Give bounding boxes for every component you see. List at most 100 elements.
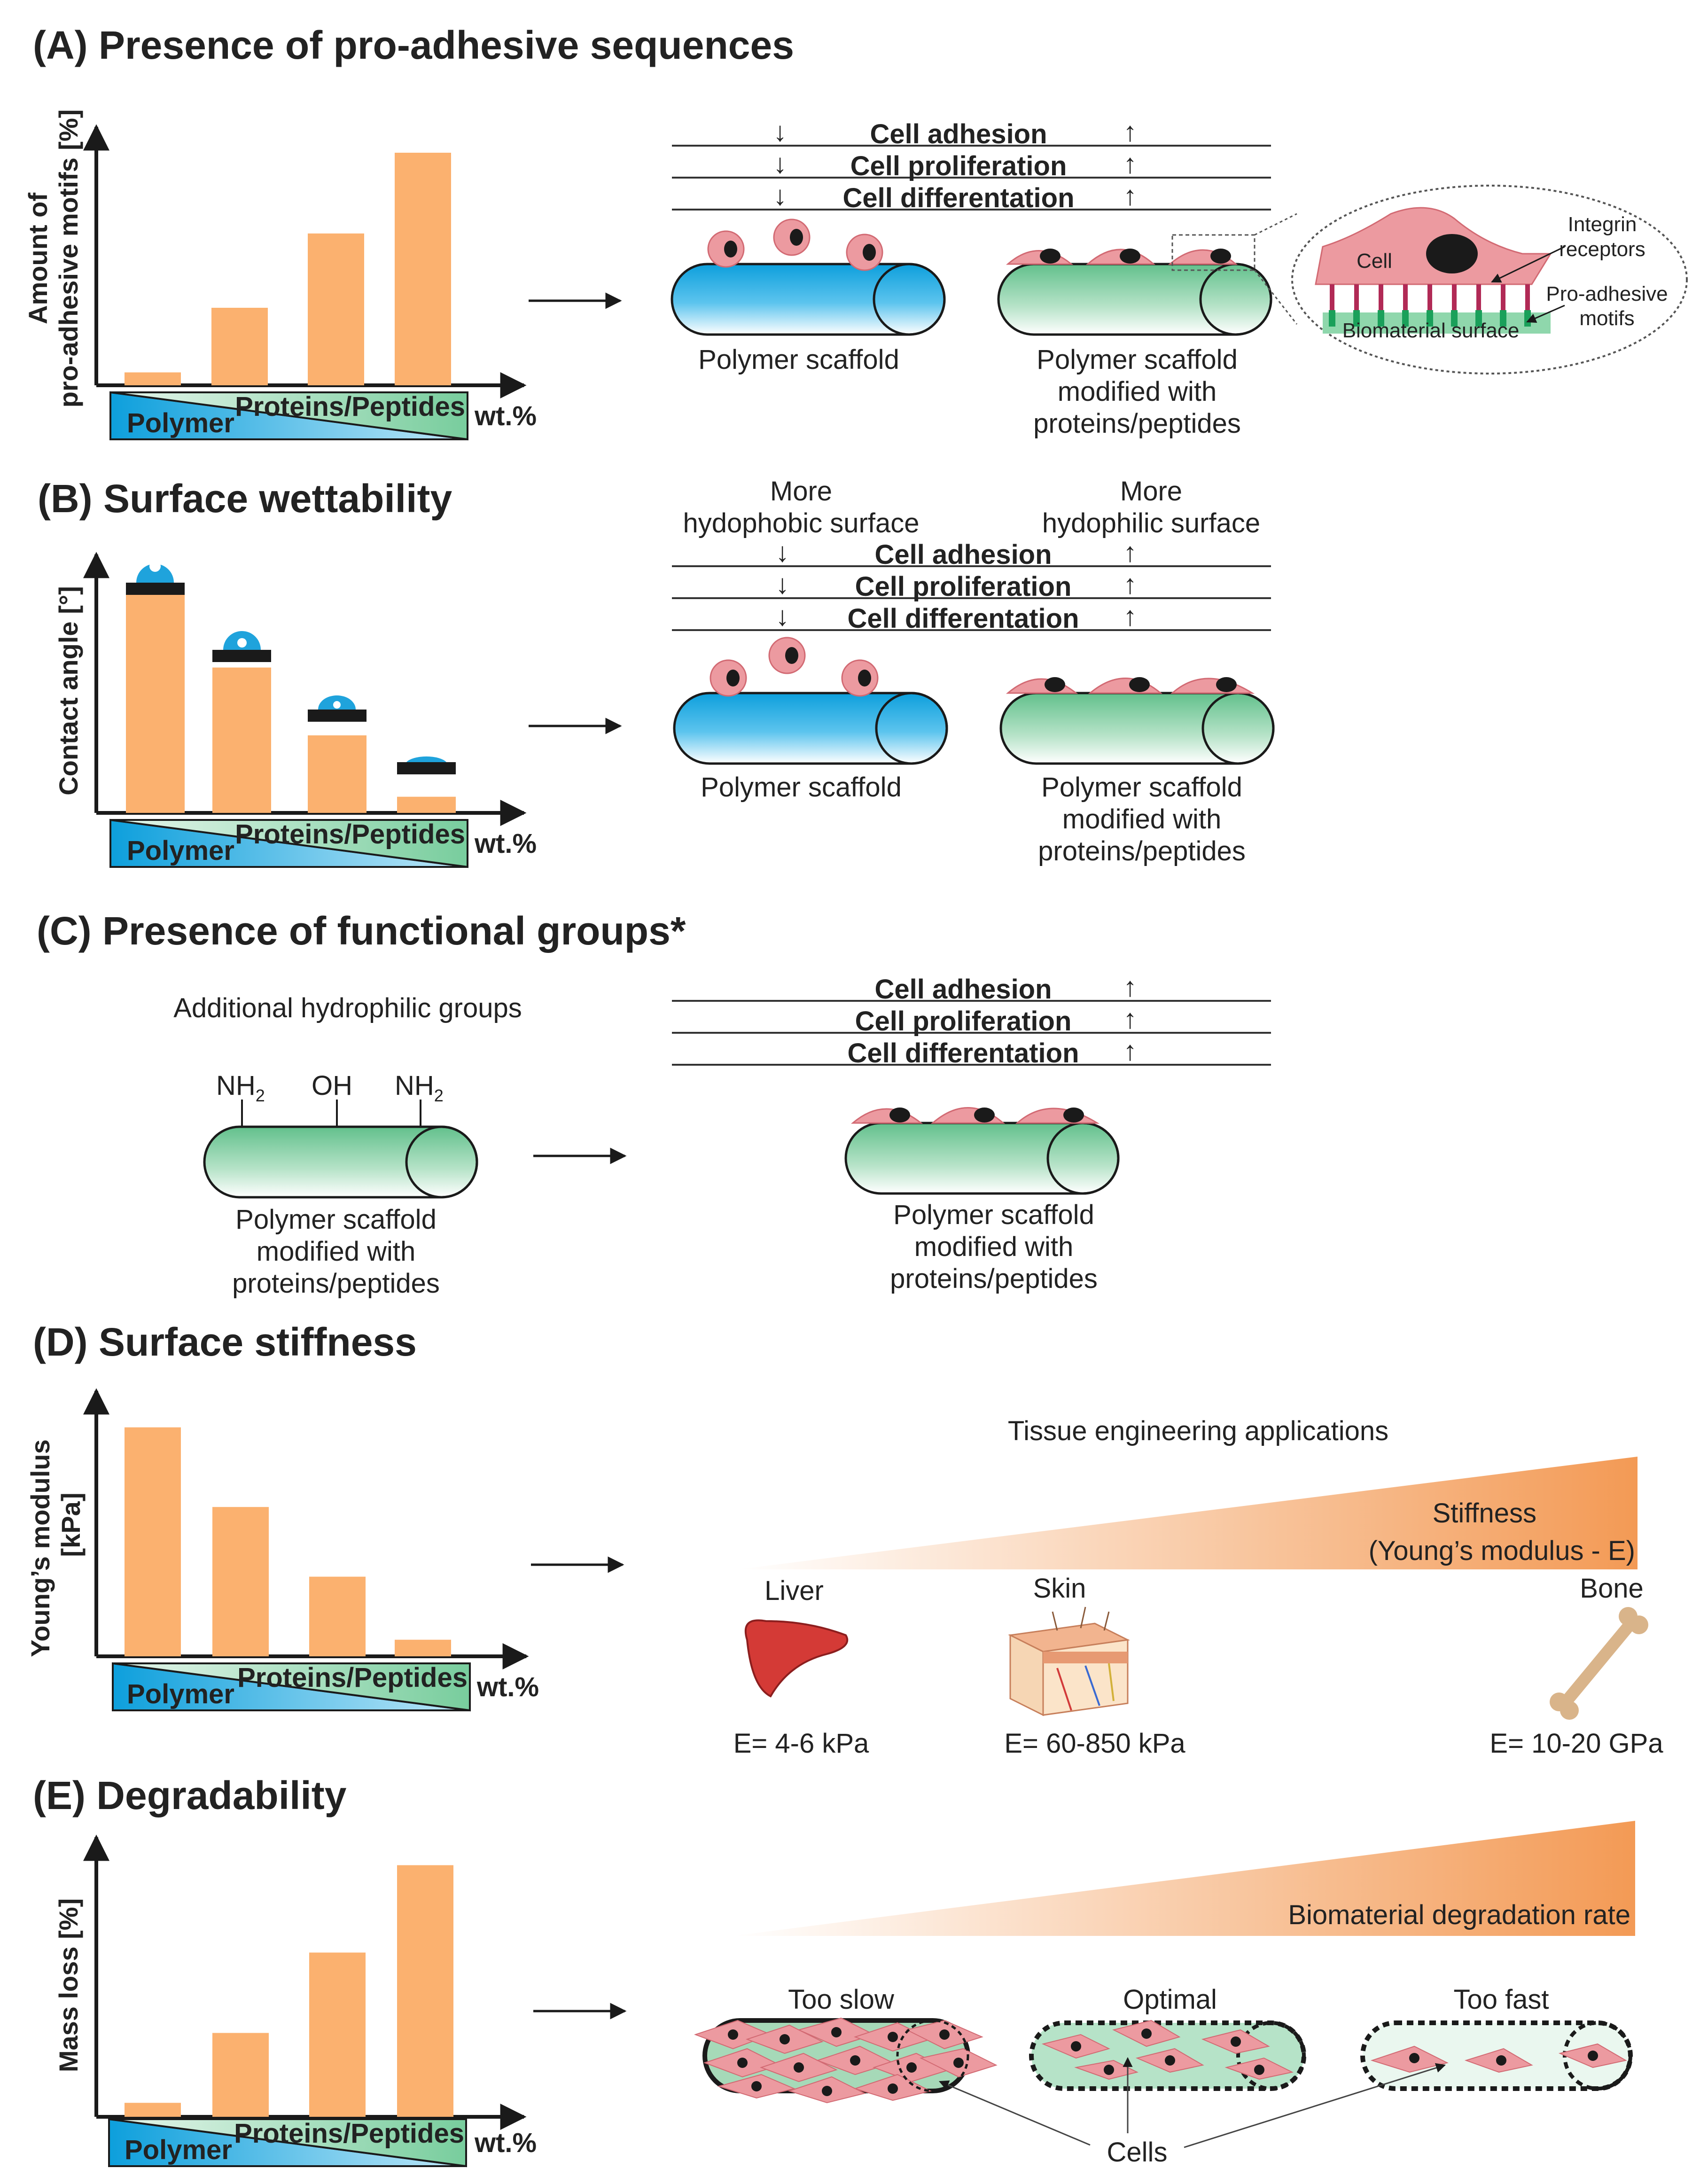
scaffold-caption: Polymer scaffold xyxy=(698,344,899,375)
bar xyxy=(309,1576,366,1656)
effects-block: Cell adhesion Cell proliferation Cell di… xyxy=(672,972,1271,1069)
nh2-group: NH2 xyxy=(216,1070,265,1105)
hydrophobic-heading-2: hydophobic surface xyxy=(683,508,920,538)
section-a-title: (A) Presence of pro-adhesive sequences xyxy=(33,23,794,67)
tissue-name: Bone xyxy=(1580,1573,1643,1604)
bar xyxy=(212,1507,269,1656)
bar xyxy=(395,1639,451,1656)
down-arrow-icon: ↓ xyxy=(773,180,787,211)
degradation-rate-label: Biomaterial degradation rate xyxy=(1288,1900,1630,1930)
applications-title: Tissue engineering applications xyxy=(1008,1416,1388,1446)
section-d: (D) Surface stiffness Young’s modulus [k… xyxy=(25,1320,1663,1759)
oh-group: OH xyxy=(312,1070,352,1101)
state-label: Too fast xyxy=(1453,1984,1549,2015)
chart-e: Mass loss [%] Polymer Proteins/Peptides … xyxy=(54,1834,537,2168)
bar xyxy=(125,372,181,385)
section-b-title: (B) Surface wettability xyxy=(38,476,452,521)
inset-cell-label: Cell xyxy=(1357,250,1392,273)
modified-caption-3: proteins/peptides xyxy=(890,1264,1098,1294)
tissue-skin: Skin E= 60-850 kPa xyxy=(1004,1573,1185,1759)
green-scaffold: Polymer scaffold modified with proteins/… xyxy=(999,677,1275,866)
section-d-title: (D) Surface stiffness xyxy=(33,1320,417,1364)
effect-differentiation: Cell differentation xyxy=(847,1038,1079,1069)
down-arrow-icon: ↓ xyxy=(776,601,789,632)
bar xyxy=(211,308,268,385)
y-axis-title-line2: [kPa] xyxy=(56,1493,86,1557)
bar xyxy=(308,233,364,385)
axis-polymer-label: Polymer xyxy=(127,835,234,866)
liver-icon xyxy=(744,1619,849,1698)
down-arrow-icon: ↓ xyxy=(776,537,789,568)
bar-group xyxy=(126,590,456,813)
bone-icon xyxy=(1550,1607,1648,1720)
y-axis-title-line2: pro-adhesive motifs [%] xyxy=(54,109,83,408)
effect-differentiation: Cell differentation xyxy=(847,603,1079,634)
modified-caption-2: modified with xyxy=(1058,376,1217,407)
down-arrow-icon: ↓ xyxy=(773,148,787,179)
y-axis-title: Mass loss [%] xyxy=(54,1898,83,2072)
tissue-bone: Bone E= 10-20 GPa xyxy=(1489,1573,1663,1759)
axis-unit-label: wt.% xyxy=(474,2128,537,2158)
biomaterial-surface xyxy=(1323,312,1551,334)
functional-scaffold: NH2 OH NH2 Polymer scaffold modified wit… xyxy=(203,1070,478,1299)
inset-surface-label: Biomaterial surface xyxy=(1342,319,1520,342)
hydrophilic-groups-heading: Additional hydrophilic groups xyxy=(173,993,522,1023)
tissue-liver: Liver E= 4-6 kPa xyxy=(733,1576,869,1759)
inset-integrin-label-2: receptors xyxy=(1559,238,1645,261)
inset-motifs-label-2: motifs xyxy=(1579,307,1634,330)
green-scaffold: Polymer scaffold modified with proteins/… xyxy=(997,234,1272,439)
bar-group xyxy=(125,1427,451,1656)
modified-caption-1: Polymer scaffold xyxy=(893,1200,1094,1230)
effect-differentiation: Cell differentation xyxy=(842,183,1074,213)
section-e-title: (E) Degradability xyxy=(33,1773,347,1817)
contact-angle-markers xyxy=(126,561,456,774)
bar xyxy=(309,1952,366,2117)
bar xyxy=(397,1865,453,2117)
chart-d: Young’s modulus [kPa] Polymer Proteins/P… xyxy=(25,1388,539,1712)
inset-motifs-label-1: Pro-adhesive xyxy=(1546,282,1668,305)
state-label: Too slow xyxy=(788,1984,895,2015)
green-scaffold: Polymer scaffold modified with proteins/… xyxy=(844,1107,1120,1294)
modified-caption-1: Polymer scaffold xyxy=(235,1204,437,1235)
modified-caption-3: proteins/peptides xyxy=(1038,836,1246,866)
composition-axis: Polymer Proteins/Peptides wt.% xyxy=(108,2118,537,2168)
blue-scaffold: Polymer scaffold xyxy=(671,218,946,375)
section-c-title: (C) Presence of functional groups* xyxy=(37,909,686,953)
blue-scaffold: Polymer scaffold xyxy=(673,637,948,803)
cells-callout: Cells xyxy=(939,2057,1446,2168)
section-c: (C) Presence of functional groups* Addit… xyxy=(37,909,1271,1299)
section-a: (A) Presence of pro-adhesive sequences A… xyxy=(23,23,1688,441)
stiffness-label-2: (Young’s modulus - E) xyxy=(1369,1536,1635,1566)
modified-caption-3: proteins/peptides xyxy=(232,1268,440,1299)
effect-adhesion: Cell adhesion xyxy=(874,539,1052,570)
axis-peptides-label: Proteins/Peptides xyxy=(235,819,465,850)
integrin-inset: Cell Integrin receptors Pro-adhesive mot… xyxy=(1254,185,1688,374)
bar xyxy=(125,1427,181,1656)
up-arrow-icon: ↑ xyxy=(1123,537,1137,568)
y-axis-title: Contact angle [°] xyxy=(54,586,83,796)
axis-unit-label: wt.% xyxy=(474,401,537,431)
state-label: Optimal xyxy=(1123,1984,1217,2015)
tissue-value: E= 60-850 kPa xyxy=(1004,1728,1185,1759)
up-arrow-icon: ↑ xyxy=(1123,601,1137,632)
bar xyxy=(212,2033,269,2117)
degradation-wedge xyxy=(733,1821,1635,1936)
bar xyxy=(212,667,271,813)
section-b: (B) Surface wettability Contact angle [°… xyxy=(38,476,1275,868)
bar-group xyxy=(125,1865,453,2117)
modified-caption-2: modified with xyxy=(1062,804,1221,835)
axis-unit-label: wt.% xyxy=(474,828,537,859)
modified-caption-1: Polymer scaffold xyxy=(1037,344,1238,375)
hydrophilic-heading-2: hydophilic surface xyxy=(1042,508,1260,538)
stiffness-label-1: Stiffness xyxy=(1433,1498,1536,1529)
axis-polymer-label: Polymer xyxy=(125,2135,232,2165)
stiffness-wedge xyxy=(738,1457,1638,1569)
effect-adhesion: Cell adhesion xyxy=(870,119,1047,149)
bar xyxy=(125,2103,181,2117)
skin-icon xyxy=(1008,1607,1130,1716)
tissue-value: E= 4-6 kPa xyxy=(733,1728,869,1759)
integrin-receptors xyxy=(1329,284,1531,327)
modified-caption-2: modified with xyxy=(257,1236,415,1267)
bar xyxy=(126,590,185,813)
cells-label: Cells xyxy=(1107,2137,1168,2168)
